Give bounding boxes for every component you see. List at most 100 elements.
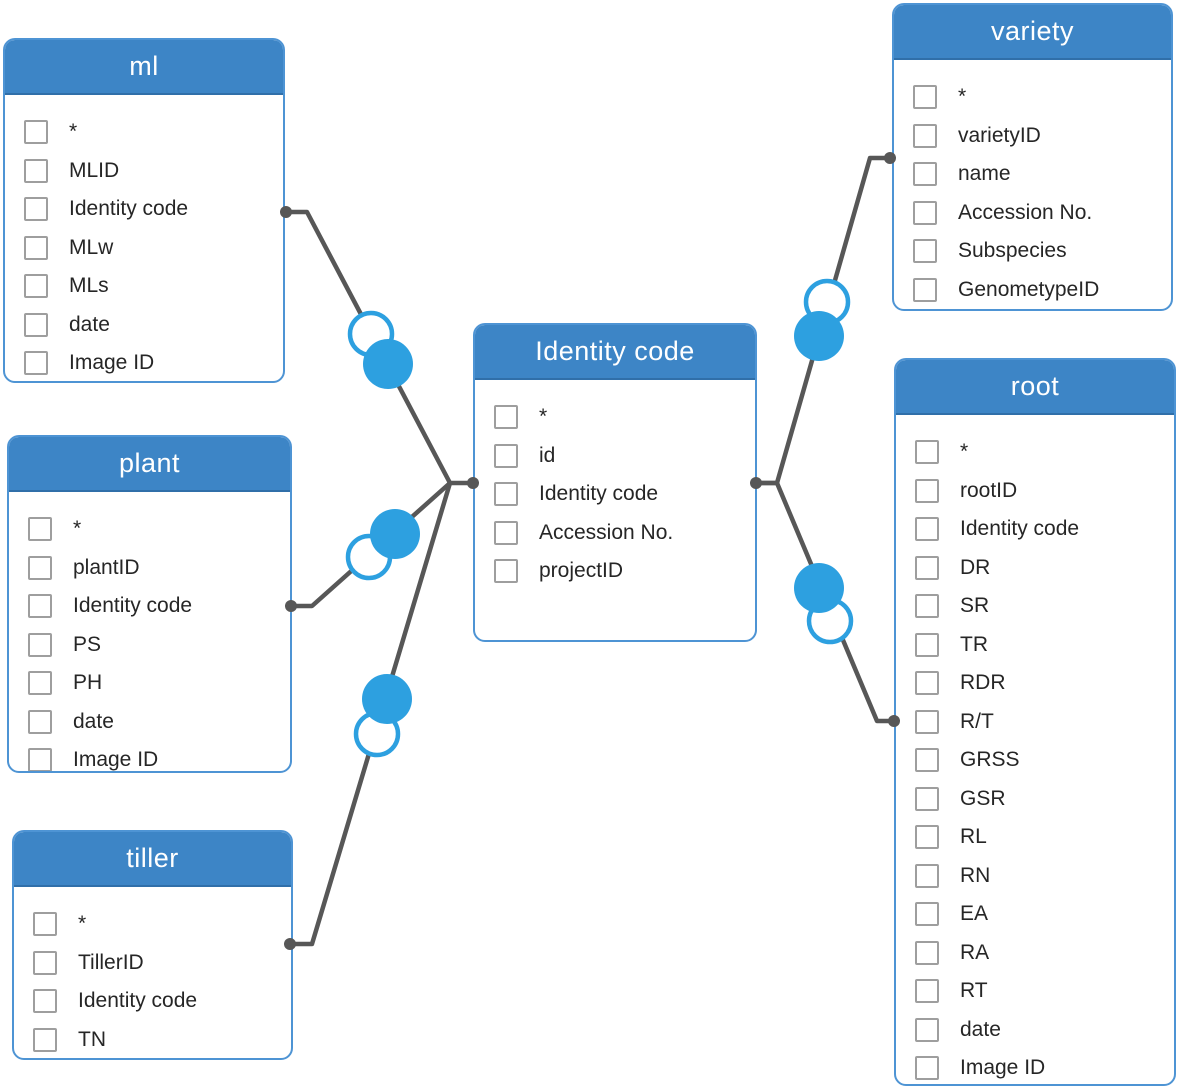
join-symbol-ml-identity[interactable]: [347, 310, 413, 389]
field-checkbox[interactable]: [33, 989, 57, 1014]
field-row[interactable]: MLw: [5, 229, 283, 268]
field-checkbox[interactable]: [28, 517, 52, 542]
field-row[interactable]: *: [14, 905, 291, 944]
field-checkbox[interactable]: [915, 478, 939, 503]
field-checkbox[interactable]: [913, 239, 937, 264]
table-tiller[interactable]: tiller * TillerID Identity code TN: [12, 830, 293, 1060]
field-row[interactable]: varietyID: [894, 117, 1171, 156]
field-checkbox[interactable]: [915, 709, 939, 734]
field-checkbox[interactable]: [494, 443, 518, 468]
field-checkbox[interactable]: [33, 950, 57, 975]
field-row[interactable]: *: [896, 433, 1174, 472]
field-row[interactable]: Identity code: [9, 587, 290, 626]
field-row[interactable]: id: [475, 437, 755, 476]
field-checkbox[interactable]: [28, 671, 52, 696]
field-checkbox[interactable]: [494, 559, 518, 584]
field-checkbox[interactable]: [494, 482, 518, 507]
field-checkbox[interactable]: [28, 709, 52, 734]
field-row[interactable]: Identity code: [14, 982, 291, 1021]
field-row[interactable]: Subspecies: [894, 232, 1171, 271]
field-row[interactable]: plantID: [9, 549, 290, 588]
field-checkbox[interactable]: [24, 351, 48, 376]
table-variety[interactable]: variety * varietyID name Accession No. S…: [892, 3, 1173, 311]
field-checkbox[interactable]: [915, 555, 939, 580]
field-row[interactable]: TN: [14, 1021, 291, 1059]
field-checkbox[interactable]: [915, 671, 939, 696]
join-symbol-identity-root[interactable]: [794, 563, 854, 645]
relationship-line-identity-root[interactable]: [753, 480, 897, 724]
field-row[interactable]: Accession No.: [894, 194, 1171, 233]
table-root[interactable]: root * rootID Identity code DR SR TR RDR…: [894, 358, 1176, 1086]
field-row[interactable]: EA: [896, 895, 1174, 934]
field-checkbox[interactable]: [915, 1017, 939, 1042]
join-symbol-plant-identity[interactable]: [345, 509, 420, 581]
field-checkbox[interactable]: [913, 123, 937, 148]
table-tiller-header[interactable]: tiller: [14, 832, 291, 887]
field-row[interactable]: *: [475, 398, 755, 437]
field-row[interactable]: RDR: [896, 664, 1174, 703]
field-checkbox[interactable]: [24, 274, 48, 299]
field-row[interactable]: Image ID: [9, 741, 290, 771]
field-checkbox[interactable]: [24, 235, 48, 260]
field-row[interactable]: TillerID: [14, 944, 291, 983]
field-row[interactable]: date: [9, 703, 290, 742]
field-row[interactable]: *: [9, 510, 290, 549]
field-row[interactable]: SR: [896, 587, 1174, 626]
field-checkbox[interactable]: [915, 594, 939, 619]
field-row[interactable]: RN: [896, 857, 1174, 896]
field-row[interactable]: PH: [9, 664, 290, 703]
field-checkbox[interactable]: [913, 200, 937, 225]
field-row[interactable]: *: [894, 78, 1171, 117]
field-row[interactable]: Identity code: [5, 190, 283, 229]
field-checkbox[interactable]: [915, 902, 939, 927]
field-checkbox[interactable]: [24, 158, 48, 183]
join-symbol-identity-variety[interactable]: [794, 278, 851, 361]
field-checkbox[interactable]: [915, 940, 939, 965]
field-checkbox[interactable]: [33, 912, 57, 937]
field-checkbox[interactable]: [33, 1027, 57, 1052]
field-row[interactable]: date: [5, 306, 283, 345]
field-checkbox[interactable]: [24, 197, 48, 222]
field-row[interactable]: *: [5, 113, 283, 152]
field-checkbox[interactable]: [915, 863, 939, 888]
field-checkbox[interactable]: [913, 85, 937, 110]
field-row[interactable]: GenometypeID: [894, 271, 1171, 310]
field-row[interactable]: Identity code: [475, 475, 755, 514]
field-checkbox[interactable]: [915, 1056, 939, 1081]
field-row[interactable]: Accession No.: [475, 514, 755, 553]
table-ml[interactable]: ml * MLID Identity code MLw MLs date Ima…: [3, 38, 285, 383]
field-checkbox[interactable]: [915, 825, 939, 850]
relationship-line-tiller-identity[interactable]: [287, 480, 453, 947]
field-checkbox[interactable]: [24, 312, 48, 337]
relationship-line-identity-variety[interactable]: [753, 155, 893, 486]
field-row[interactable]: RL: [896, 818, 1174, 857]
field-checkbox[interactable]: [494, 405, 518, 430]
table-plant-header[interactable]: plant: [9, 437, 290, 492]
field-checkbox[interactable]: [28, 632, 52, 657]
table-plant[interactable]: plant * plantID Identity code PS PH date…: [7, 435, 292, 773]
field-row[interactable]: date: [896, 1011, 1174, 1050]
field-checkbox[interactable]: [494, 520, 518, 545]
field-row[interactable]: DR: [896, 549, 1174, 588]
field-checkbox[interactable]: [915, 517, 939, 542]
field-checkbox[interactable]: [915, 979, 939, 1004]
relationship-line-ml-identity[interactable]: [283, 209, 476, 486]
field-row[interactable]: RA: [896, 934, 1174, 973]
field-checkbox[interactable]: [28, 748, 52, 771]
field-row[interactable]: projectID: [475, 552, 755, 591]
field-row[interactable]: RT: [896, 972, 1174, 1011]
field-checkbox[interactable]: [915, 748, 939, 773]
field-row[interactable]: GSR: [896, 780, 1174, 819]
field-row[interactable]: Identity code: [896, 510, 1174, 549]
field-row[interactable]: rootID: [896, 472, 1174, 511]
field-row[interactable]: Image ID: [5, 344, 283, 381]
field-row[interactable]: GRSS: [896, 741, 1174, 780]
field-checkbox[interactable]: [24, 120, 48, 145]
field-checkbox[interactable]: [28, 555, 52, 580]
field-checkbox[interactable]: [913, 277, 937, 302]
table-identity-code[interactable]: Identity code * id Identity code Accessi…: [473, 323, 757, 642]
field-row[interactable]: Image ID: [896, 1049, 1174, 1084]
field-row[interactable]: MLID: [5, 152, 283, 191]
field-row[interactable]: R/T: [896, 703, 1174, 742]
field-checkbox[interactable]: [28, 594, 52, 619]
